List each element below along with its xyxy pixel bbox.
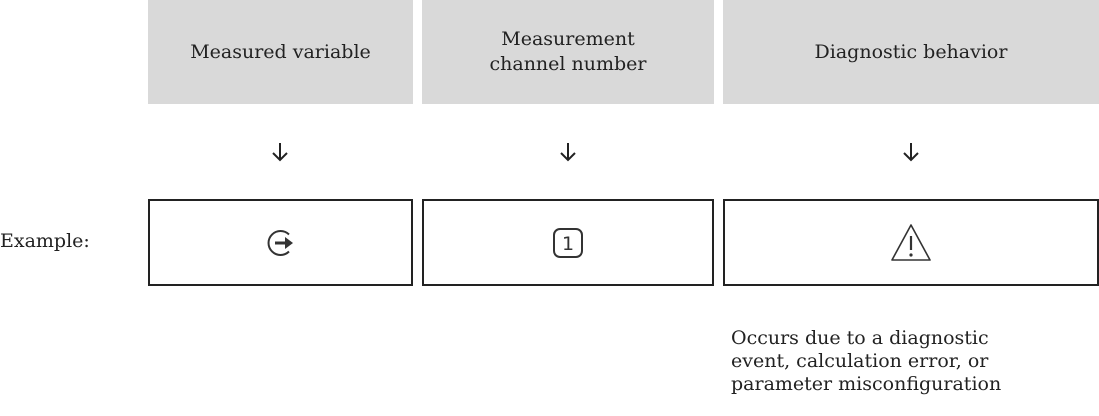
channel-number-box-icon: 1 — [553, 227, 583, 258]
example-label: Example: — [0, 230, 90, 252]
down-arrow-icon — [560, 143, 576, 162]
down-arrow-icon — [903, 143, 919, 162]
header-diagnostic-behavior: Diagnostic behavior — [723, 0, 1099, 104]
example-box-measured-variable — [148, 199, 413, 286]
example-box-channel-number: 1 — [422, 199, 714, 286]
header-measurement-channel-number: Measurement channel number — [422, 0, 714, 104]
diagnostic-behavior-note: Occurs due to a diagnostic event, calcul… — [731, 327, 1002, 395]
header-measured-variable: Measured variable — [148, 0, 413, 104]
example-box-diagnostic-behavior — [723, 199, 1099, 286]
channel-number-value: 1 — [562, 233, 574, 255]
output-arrow-circle-icon — [267, 229, 293, 256]
down-arrow-icon — [272, 143, 288, 162]
warning-triangle-icon — [891, 223, 931, 261]
